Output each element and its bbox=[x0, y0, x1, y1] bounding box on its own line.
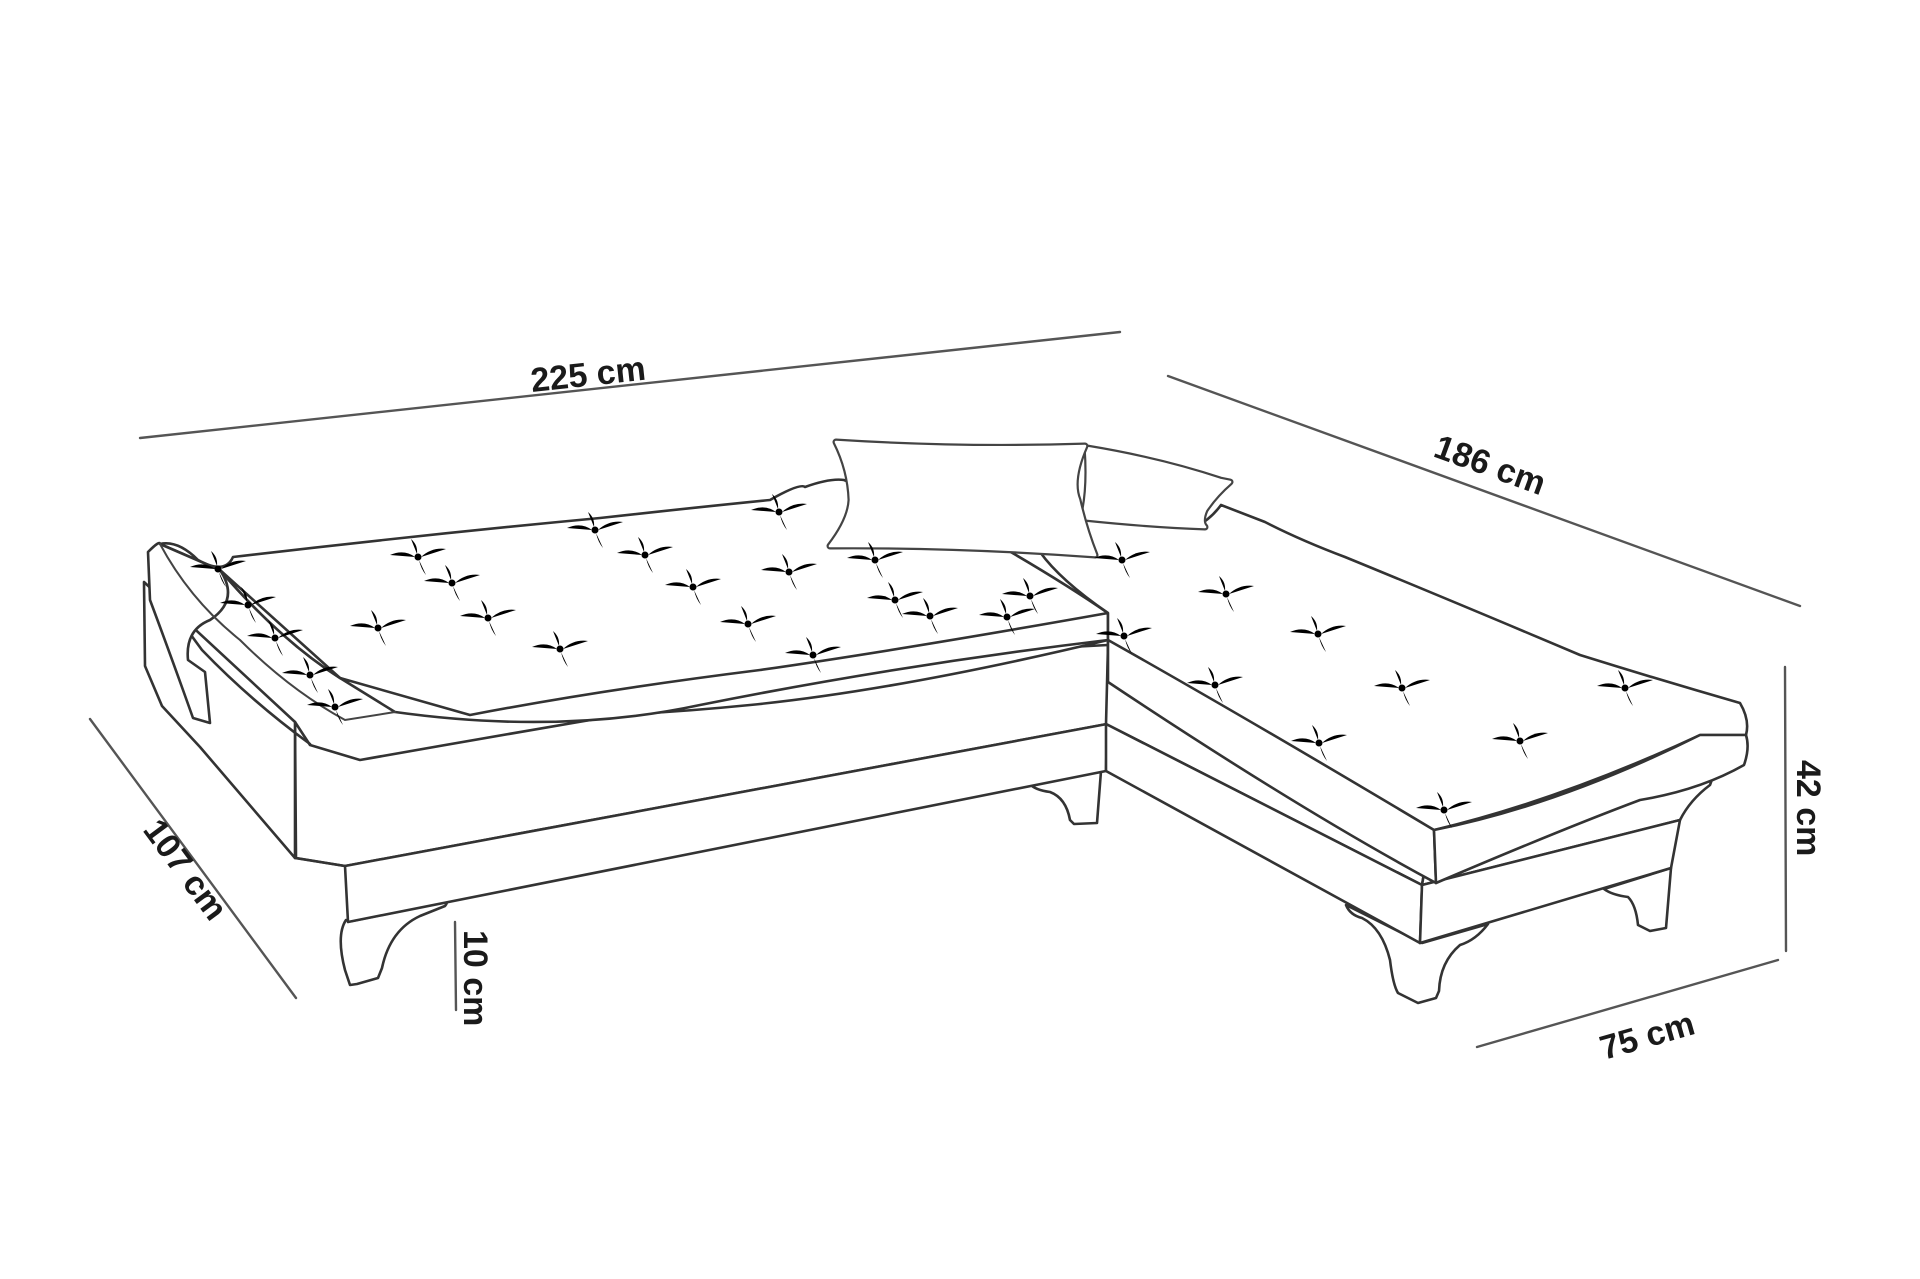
main-mattress-front-edge bbox=[218, 568, 1110, 724]
dimension-label-75: 75 cm bbox=[1596, 1005, 1699, 1068]
pillow-front bbox=[826, 438, 1099, 559]
dimension-label-225: 225 cm bbox=[529, 350, 648, 400]
dimension-label-10: 10 cm bbox=[456, 930, 494, 1026]
dimension-label-42: 42 cm bbox=[1789, 760, 1827, 856]
leg-chaise-front bbox=[1344, 903, 1490, 1005]
dimension-chaise-width: 75 cm bbox=[1475, 958, 1780, 1068]
dimension-total-width: 225 cm bbox=[138, 330, 1122, 440]
pillows bbox=[826, 438, 1234, 559]
dimension-label-107: 107 cm bbox=[136, 812, 235, 927]
pillow-back bbox=[1079, 444, 1234, 531]
chaise-mattress-end-edge bbox=[1432, 733, 1749, 885]
chaise-base-front-rail bbox=[1418, 818, 1682, 945]
dimension-total-height: 42 cm bbox=[1783, 665, 1827, 953]
dimension-label-186: 186 cm bbox=[1429, 428, 1550, 503]
dimension-leg-height: 10 cm bbox=[453, 920, 494, 1026]
chaise-mattress bbox=[1038, 503, 1749, 885]
leg-middle bbox=[1028, 769, 1103, 826]
